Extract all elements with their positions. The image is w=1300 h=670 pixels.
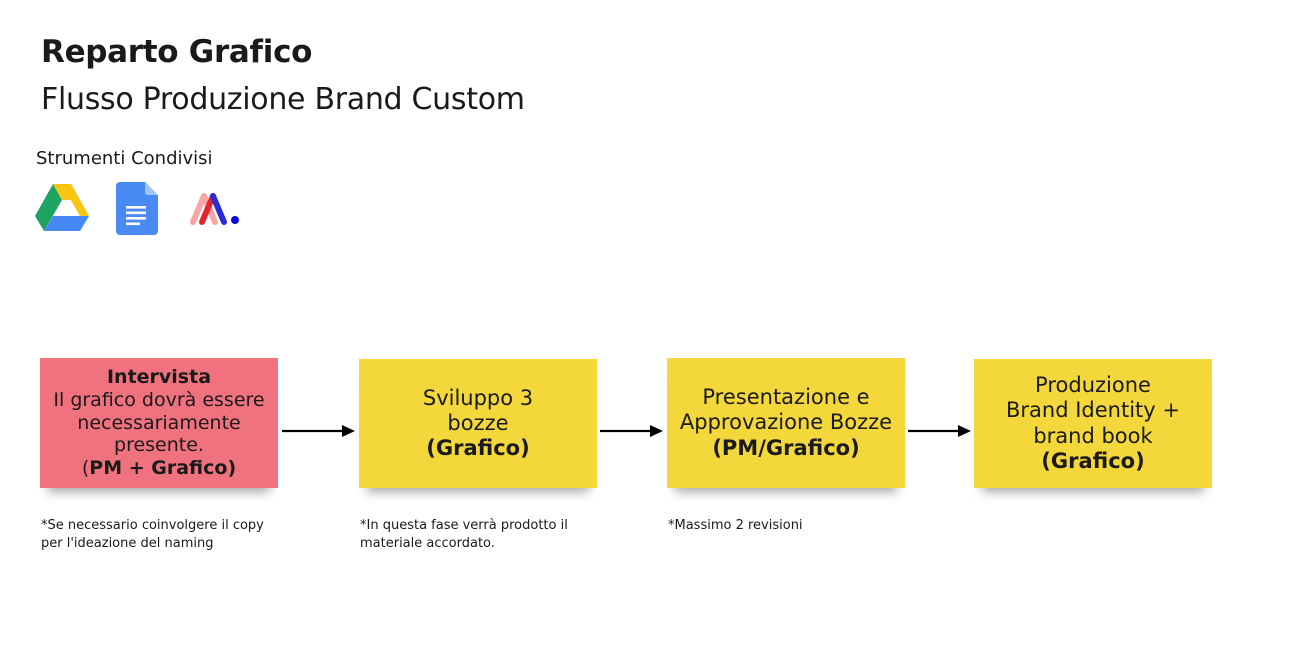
google-drive-icon (35, 184, 89, 231)
step-body-line: Produzione (1035, 373, 1151, 398)
step-body-line: Approvazione Bozze (679, 410, 893, 435)
step-footnote: *In questa fase verrà prodotto il materi… (360, 518, 568, 552)
step-role: (PM/Grafico) (712, 435, 860, 460)
page-title: Reparto Grafico (41, 34, 313, 70)
step-footnote: *Massimo 2 revisioni (668, 518, 803, 533)
step-role: (Grafico) (1041, 448, 1145, 473)
step-body-line: Brand Identity + (1006, 398, 1180, 423)
step-role-prefix: ( (81, 457, 90, 480)
step-role-line: (PM + Grafico) (82, 457, 236, 480)
step-body: Il grafico dovrà essere necessariamente … (53, 388, 265, 457)
step-role: (Grafico) (426, 436, 530, 461)
page-subtitle: Flusso Produzione Brand Custom (41, 82, 525, 117)
step-presentazione-note: Presentazione e Approvazione Bozze (PM/G… (667, 358, 905, 488)
tools-label: Strumenti Condivisi (36, 148, 213, 169)
step-body-line: Sviluppo 3 (422, 385, 534, 410)
miro-icon (190, 193, 239, 225)
step-produzione-note: Produzione Brand Identity + brand book (… (974, 359, 1212, 488)
step-footnote: *Se necessario coinvolgere il copy per l… (41, 518, 264, 552)
step-body-line: bozze (447, 410, 509, 435)
step-body-line: brand book (1033, 423, 1153, 448)
arrow-right-icon (600, 425, 663, 437)
step-role: PM + Grafico) (89, 457, 237, 480)
step-sviluppo-note: Sviluppo 3 bozze (Grafico) (359, 359, 597, 488)
step-title: Intervista (106, 366, 212, 389)
arrow-right-icon (908, 425, 971, 437)
google-docs-icon (116, 182, 158, 235)
step-body-line: Presentazione e (702, 385, 870, 410)
step-intervista-note: Intervista Il grafico dovrà essere neces… (40, 358, 278, 488)
arrow-right-icon (282, 425, 355, 437)
